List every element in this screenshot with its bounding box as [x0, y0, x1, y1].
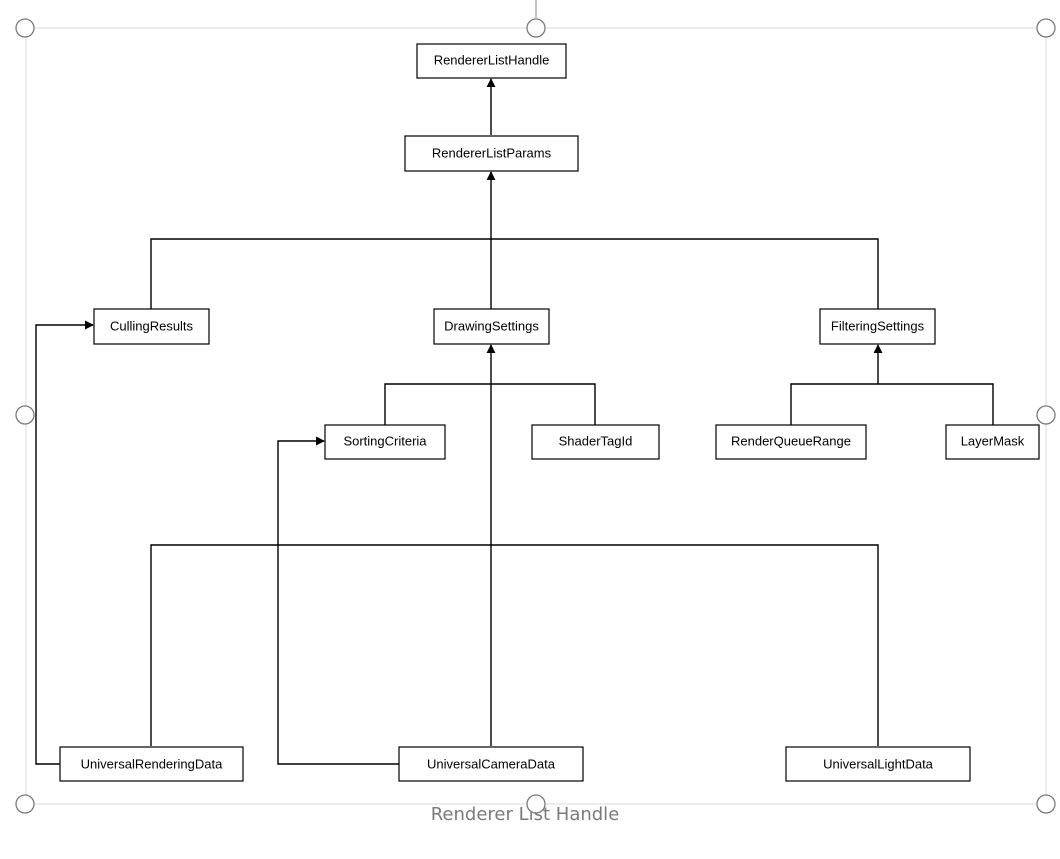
- edge-bottom-bus: [150, 544, 879, 746]
- node-universal-camera-data[interactable]: UniversalCameraData: [398, 746, 584, 782]
- node-label: RenderQueueRange: [731, 433, 851, 448]
- edge-sorting-shader-bus: [384, 383, 596, 425]
- node-filtering-settings[interactable]: FilteringSettings: [819, 308, 936, 345]
- node-sorting-criteria[interactable]: SortingCriteria: [324, 424, 446, 460]
- node-label: RendererListHandle: [434, 52, 550, 67]
- resize-handle-top: [526, 18, 546, 38]
- node-label: UniversalCameraData: [427, 756, 556, 771]
- node-universal-rendering-data[interactable]: UniversalRenderingData: [59, 746, 244, 782]
- resize-handle-top-right: [1036, 18, 1056, 38]
- node-label: RendererListParams: [432, 145, 552, 160]
- node-shader-tag-id[interactable]: ShaderTagId: [531, 424, 660, 460]
- edge-culling-filtering-bus: [150, 238, 879, 309]
- node-label: FilteringSettings: [831, 318, 925, 333]
- diagram-caption: Renderer List Handle: [431, 804, 620, 825]
- node-culling-results[interactable]: CullingResults: [93, 308, 210, 345]
- node-renderer-list-handle[interactable]: RendererListHandle: [416, 43, 567, 79]
- resize-handle-bottom-right: [1036, 794, 1056, 814]
- edge-camera-to-sorting: [277, 436, 399, 765]
- node-universal-light-data[interactable]: UniversalLightData: [785, 746, 971, 782]
- resize-handle-bottom: [526, 794, 546, 814]
- edges: [35, 78, 994, 765]
- edge-rendering-to-culling: [35, 320, 94, 765]
- node-label: DrawingSettings: [444, 318, 539, 333]
- node-drawing-settings[interactable]: DrawingSettings: [433, 308, 550, 345]
- node-label: LayerMask: [961, 433, 1025, 448]
- node-render-queue-range[interactable]: RenderQueueRange: [715, 424, 867, 460]
- node-label: UniversalRenderingData: [81, 756, 223, 771]
- node-label: CullingResults: [110, 318, 194, 333]
- node-layer-mask[interactable]: LayerMask: [945, 424, 1040, 460]
- resize-handle-right: [1036, 405, 1056, 425]
- node-label: SortingCriteria: [343, 433, 427, 448]
- resize-handle-bottom-left: [15, 794, 35, 814]
- edge-queue-mask-bus: [790, 383, 994, 425]
- node-label: ShaderTagId: [559, 433, 633, 448]
- node-renderer-list-params[interactable]: RendererListParams: [404, 135, 579, 172]
- resize-handle-top-left: [15, 18, 35, 38]
- node-label: UniversalLightData: [823, 756, 934, 771]
- selection-handles[interactable]: [15, 18, 1056, 814]
- resize-handle-left: [15, 405, 35, 425]
